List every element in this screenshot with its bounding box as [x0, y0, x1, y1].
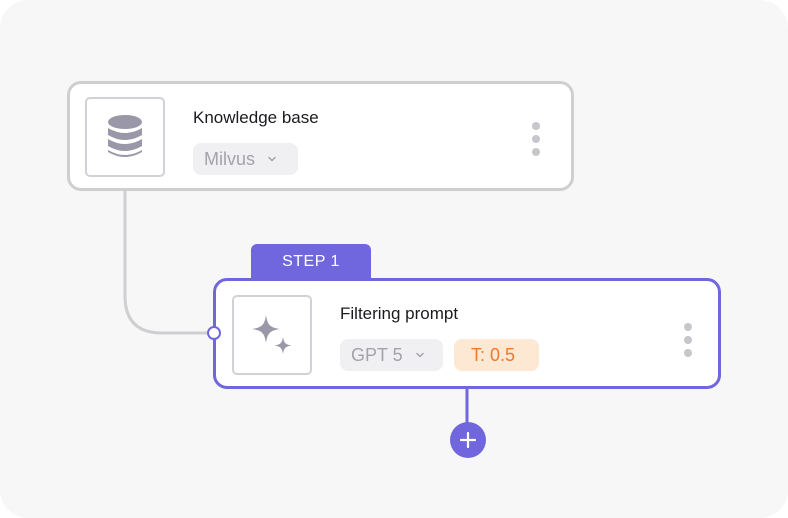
- filter-node-input-port[interactable]: [207, 326, 221, 340]
- sparkles-icon: [252, 315, 292, 354]
- knowledge-base-node[interactable]: Knowledge base Milvus: [67, 81, 574, 191]
- knowledge-base-title: Knowledge base: [193, 108, 319, 127]
- filtering-prompt-node[interactable]: Filtering prompt GPT 5 T: 0.5: [213, 278, 721, 389]
- filtering-prompt-title: Filtering prompt: [340, 304, 459, 323]
- kb-to-filter-connector: [123, 191, 207, 335]
- knowledge-base-icon-box: [85, 97, 165, 177]
- model-select-value: GPT 5: [351, 344, 403, 365]
- step-label-tab: STEP 1: [251, 244, 371, 280]
- model-select[interactable]: GPT 5: [340, 339, 443, 371]
- knowledge-base-more-menu-icon[interactable]: [526, 122, 546, 156]
- chevron-down-icon: [268, 156, 276, 162]
- vector-store-select[interactable]: Milvus: [193, 143, 298, 175]
- filtering-prompt-more-menu-icon[interactable]: [678, 323, 698, 357]
- filtering-prompt-icon-box: [232, 295, 312, 375]
- vector-store-select-value: Milvus: [204, 148, 256, 169]
- database-icon: [108, 115, 142, 157]
- temperature-badge[interactable]: T: 0.5: [454, 339, 539, 371]
- plus-icon: [459, 431, 477, 449]
- add-step-button[interactable]: [450, 422, 486, 458]
- chevron-down-icon: [415, 352, 424, 358]
